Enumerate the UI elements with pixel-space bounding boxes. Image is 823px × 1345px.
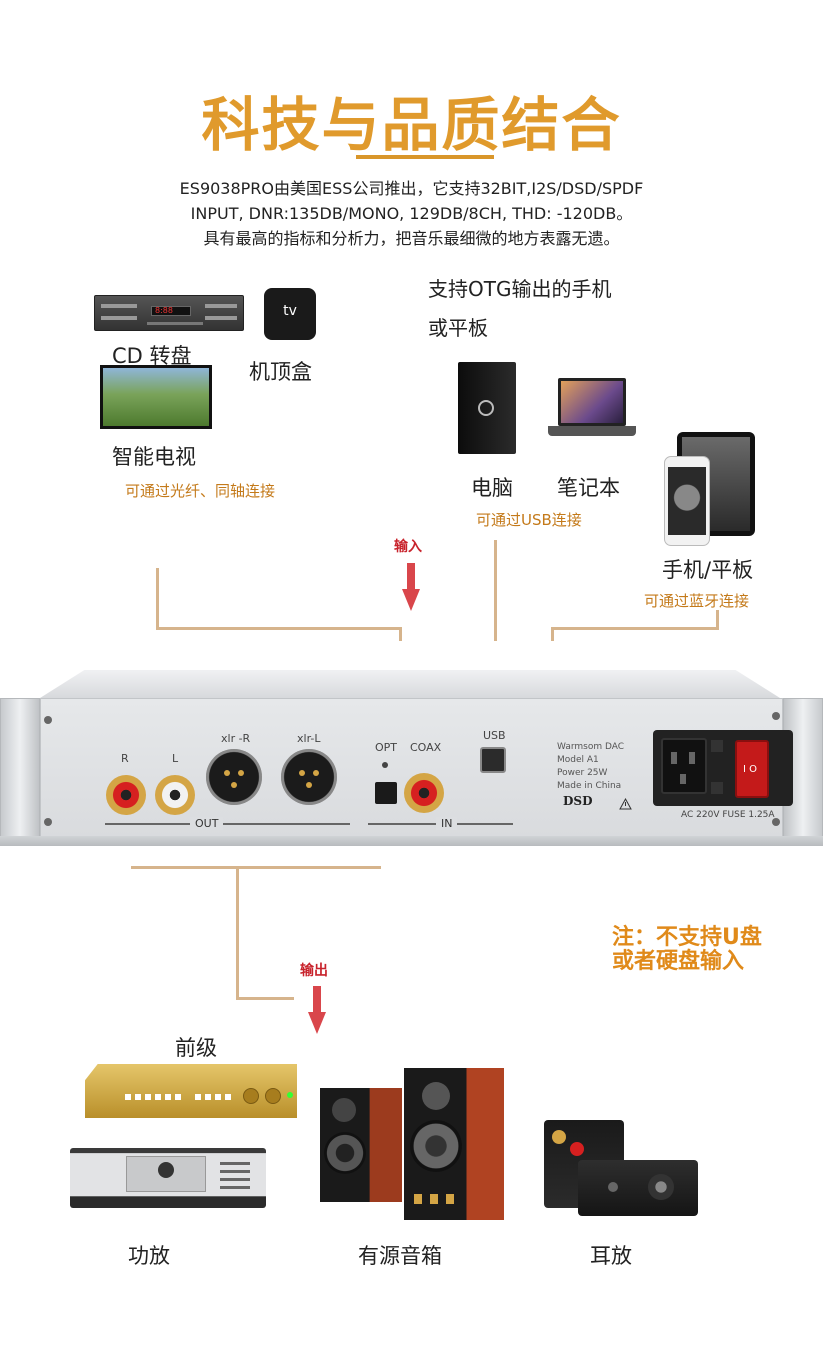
optical-input-port[interactable] (375, 782, 397, 804)
xlr-out-r-jack[interactable] (206, 749, 262, 805)
out-bracket (105, 823, 350, 825)
set-top-box-label: 机顶盒 (249, 360, 312, 384)
bluetooth-note: 可通过蓝牙连接 (644, 592, 750, 610)
rca-out-l-jack[interactable] (155, 775, 195, 815)
headphone-amp-label: 耳放 (590, 1244, 632, 1268)
connector-line (551, 627, 554, 641)
page-title: 科技与品质结合 (201, 91, 622, 159)
laptop-label: 笔记本 (557, 476, 620, 500)
connector-line (131, 866, 381, 869)
phone-tablet-label: 手机/平板 (662, 558, 754, 582)
dsd-logo: DSD (563, 794, 593, 808)
headphone-amp-image (578, 1160, 698, 1216)
screw (44, 716, 52, 724)
usb-disk-note-line-2: 或者硬盘输入 (612, 949, 745, 974)
xlr-out-l-jack[interactable] (281, 749, 337, 805)
power-inlet[interactable] (653, 730, 793, 806)
right-speaker-image (404, 1068, 504, 1220)
input-arrow-label: 输入 (394, 539, 422, 555)
usb-b-port[interactable] (480, 747, 506, 773)
apple-tv-logo: tv (283, 303, 297, 319)
spec-line: Power 25W (557, 768, 608, 778)
laptop-image (558, 378, 626, 426)
rca-out-r-jack[interactable] (106, 775, 146, 815)
connector-line (236, 866, 239, 1000)
cd-transport-label: CD 转盘 (112, 344, 192, 368)
preamp-image (85, 1064, 297, 1118)
screw (772, 818, 780, 826)
set-top-box-image: tv (264, 288, 316, 340)
power-switch[interactable]: I O (735, 740, 769, 798)
connector-line (236, 997, 294, 1000)
input-arrow-icon (402, 563, 420, 611)
cd-display: 8:88 (155, 306, 173, 315)
otg-label-line1: 支持OTG输出的手机 (428, 277, 612, 301)
left-speaker-image (320, 1088, 402, 1202)
dac-rear-panel (0, 670, 823, 848)
screw (44, 818, 52, 826)
connector-line (551, 627, 719, 630)
screw (772, 712, 780, 720)
power-amp-label: 功放 (128, 1244, 170, 1268)
description: ES9038PRO由美国ESS公司推出，它支持32BIT,I2S/DSD/SPD… (0, 176, 823, 251)
otg-label-line2: 或平板 (428, 316, 488, 340)
pc-label: 电脑 (471, 476, 513, 500)
usb-note: 可通过USB连接 (476, 511, 582, 529)
connector-line (716, 610, 719, 630)
in-label: IN (436, 817, 458, 830)
spec-line: Warmsom DAC (557, 742, 625, 752)
preamp-label: 前级 (175, 1036, 217, 1060)
connector-line (494, 540, 497, 641)
led-indicator (382, 762, 388, 768)
ac-fuse-label: AC 220V FUSE 1.25A (681, 810, 775, 820)
usb-disk-note: 注：不支持U盘 或者硬盘输入 (612, 926, 762, 974)
description-line-3: 具有最高的指标和分析力，把音乐最细微的地方表露无遗。 (203, 229, 620, 248)
connector-line (399, 627, 402, 641)
usb-disk-note-line-1: 注：不支持U盘 (612, 925, 762, 950)
xlr-r-label: xlr -R (221, 732, 251, 745)
opt-label: OPT (375, 741, 398, 754)
powered-speakers-label: 有源音箱 (358, 1244, 442, 1268)
optical-coax-note: 可通过光纤、同轴连接 (125, 482, 276, 500)
output-arrow-icon (308, 986, 326, 1034)
spec-line: Model A1 (557, 755, 599, 765)
power-amp-image (70, 1148, 266, 1208)
coax-input-jack[interactable] (404, 773, 444, 813)
spec-line: Made in China (557, 781, 622, 791)
description-line-1: ES9038PRO由美国ESS公司推出，它支持32BIT,I2S/DSD/SPD… (179, 179, 644, 198)
out-label: OUT (190, 817, 224, 830)
pc-tower-image (458, 362, 516, 454)
laptop-base (548, 426, 636, 436)
output-arrow-label: 输出 (300, 963, 328, 979)
coax-label: COAX (410, 741, 442, 754)
warning-icon (619, 795, 632, 814)
smart-tv-label: 智能电视 (112, 445, 196, 469)
usb-port-label: USB (483, 729, 506, 742)
smart-tv-image (100, 365, 212, 429)
spec-block: Warmsom DAC Model A1 Power 25W Made in C… (557, 741, 624, 793)
title-underline (356, 155, 494, 159)
phone-image (664, 456, 710, 546)
connector-line (156, 568, 159, 630)
description-line-2: INPUT, DNR:135DB/MONO, 129DB/8CH, THD: -… (190, 204, 633, 223)
cd-transport-image: 8:88 (94, 295, 244, 331)
xlr-l-label: xlr-L (297, 732, 321, 745)
rca-l-label: L (172, 752, 179, 765)
connector-line (156, 627, 402, 630)
rca-r-label: R (121, 752, 129, 765)
